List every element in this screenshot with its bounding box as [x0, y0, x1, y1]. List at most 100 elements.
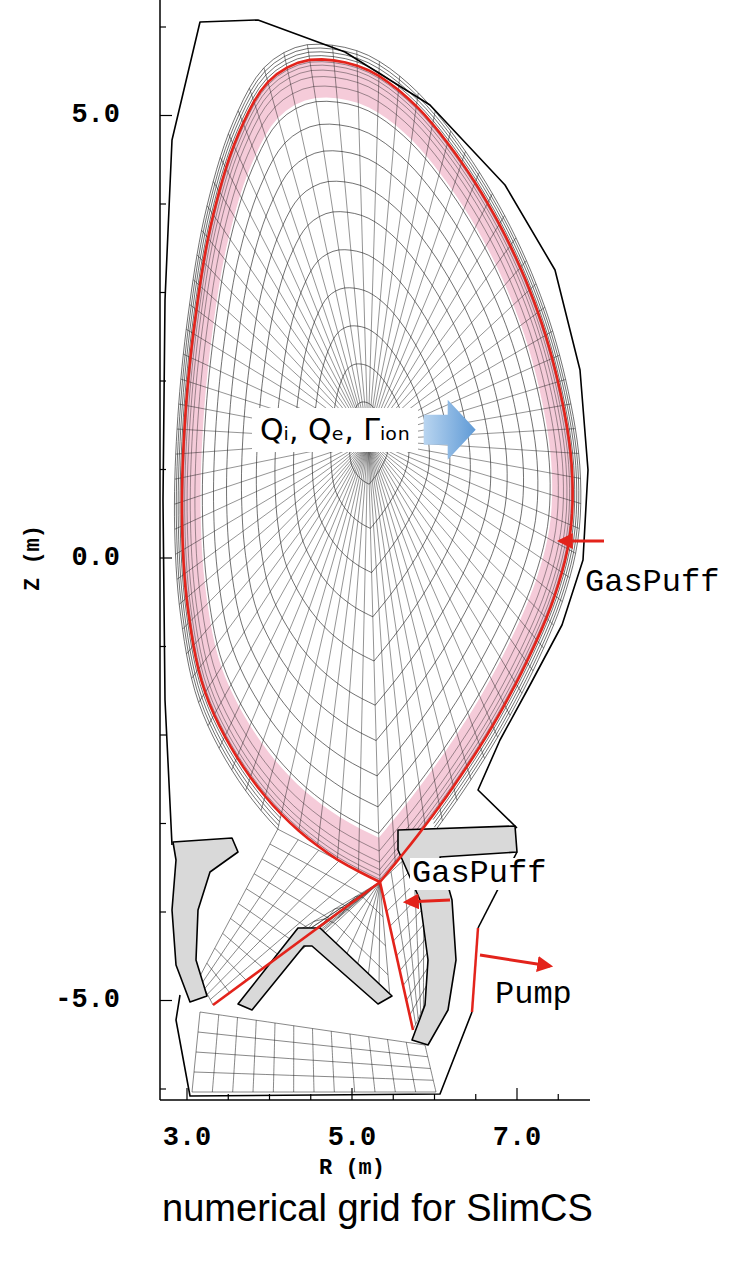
flux-label-box: Qᵢ, Qₑ, Γᵢₒₙ	[252, 408, 418, 452]
poloidal-grid-line	[190, 440, 368, 622]
sol-grid-line	[555, 595, 562, 601]
separatrix-leg	[213, 882, 380, 1005]
private-grid-line	[297, 882, 380, 931]
sol-grid-line	[527, 662, 533, 671]
poloidal-grid-line	[219, 191, 368, 440]
sol-grid-line	[278, 814, 281, 829]
sol-grid-line	[199, 692, 206, 702]
poloidal-grid-line	[368, 162, 462, 440]
flux-surface	[195, 86, 558, 851]
private-grid-line	[357, 882, 380, 966]
poloidal-grid-line	[368, 182, 475, 440]
poloidal-grid-line	[368, 440, 395, 863]
axis-line	[159, 0, 161, 1100]
sol-grid-line	[505, 705, 510, 716]
inner-leg-grid	[231, 918, 280, 955]
sol-grid-line	[562, 572, 570, 577]
axis-tick-label: 0.0	[69, 545, 122, 572]
poloidal-grid-line	[265, 440, 368, 796]
label-anchor: 5.0	[326, 1125, 379, 1152]
poloidal-grid-line	[334, 60, 368, 440]
outer-leg-grid	[380, 882, 413, 1030]
axis-tick	[160, 203, 166, 204]
sol-grid-line	[480, 746, 484, 758]
inner-leg-grid	[210, 871, 359, 999]
poloidal-grid-line	[234, 145, 368, 440]
axis-tick-label: 7.0	[491, 1125, 544, 1152]
outer-leg-grid	[403, 951, 429, 986]
sol-grid-line	[462, 151, 466, 162]
separatrix	[182, 59, 573, 1030]
label-anchor: 0.0	[69, 545, 122, 572]
axis-tick	[160, 911, 166, 912]
inner-leg-grid	[254, 874, 330, 919]
axis-tick	[160, 26, 166, 27]
poloidal-grid-line	[368, 440, 425, 826]
flux-surface	[185, 65, 570, 875]
figure-caption: numerical grid for SlimCS	[162, 1188, 593, 1230]
inner-leg-grid	[270, 844, 363, 894]
red-arrow	[480, 955, 550, 966]
poloidal-grid-line	[368, 76, 379, 440]
sol-grid-line	[416, 93, 418, 106]
subdivertor-grid	[200, 1012, 425, 1045]
label-anchor: 5.0	[69, 102, 122, 129]
poloidal-grid-line	[213, 215, 368, 440]
axis-tick	[160, 380, 166, 381]
label-anchor: 3.0	[161, 1125, 214, 1152]
flow-arrows	[406, 541, 604, 966]
caption-holder: numerical grid for SlimCS	[0, 1188, 755, 1230]
label-anchor: Pump	[493, 979, 574, 1011]
sol-grid-line	[499, 215, 504, 224]
flux-surface	[227, 151, 524, 776]
subdivertor-grid	[192, 1092, 436, 1093]
poloidal-grid-line	[182, 440, 368, 526]
sol-grid-line	[284, 53, 287, 68]
core-fill	[200, 97, 552, 837]
sol-grid-line	[537, 640, 544, 648]
poloidal-grid-line	[368, 440, 467, 767]
poloidal-grid-line	[368, 90, 398, 440]
private-grid-line	[379, 882, 381, 987]
poloidal-grid-line	[368, 143, 448, 440]
label-anchor: 7.0	[491, 1125, 544, 1152]
sol-grid-line	[232, 757, 237, 770]
inner-leg-grid	[262, 859, 347, 907]
sol-grid-line	[220, 157, 226, 168]
red-arrow	[560, 540, 604, 543]
poloidal-grid-line	[357, 66, 368, 440]
axis-tick	[475, 1094, 476, 1100]
plot-frame	[160, 0, 590, 1100]
separatrix-leg	[380, 882, 413, 1030]
sol-grid-line	[440, 806, 443, 821]
axis-tick	[186, 1088, 187, 1100]
poloidal-grid-line	[368, 440, 555, 595]
label-anchor: GasPuff	[410, 858, 548, 890]
sol-grid-line	[192, 669, 199, 678]
sol-grid-line	[356, 51, 357, 66]
sol-grid-line	[454, 787, 457, 801]
inner-leg-grid	[246, 889, 313, 932]
poloidal-grid-line	[205, 440, 368, 692]
axis-title: Z (m)	[23, 523, 45, 593]
poloidal-grid-line	[254, 102, 368, 440]
sol-grid-line	[488, 194, 493, 203]
subdivertor-grid	[198, 1032, 428, 1057]
sol-grid-line	[467, 767, 471, 780]
subdivertor-grid	[196, 1052, 431, 1069]
inner-leg-grid	[213, 882, 380, 1005]
numerical-grid	[174, 44, 580, 1092]
sol-surface	[174, 44, 580, 831]
flux-surface	[214, 124, 538, 807]
axis-tick	[160, 1088, 166, 1089]
first-wall	[176, 995, 472, 1096]
sol-grid-line	[307, 45, 309, 60]
poloidal-grid-line	[368, 440, 568, 549]
poloidal-grid-line	[225, 440, 368, 736]
sol-grid-line	[228, 134, 233, 146]
outer-leg-grid	[406, 968, 427, 1001]
axis-tick	[558, 1094, 559, 1100]
